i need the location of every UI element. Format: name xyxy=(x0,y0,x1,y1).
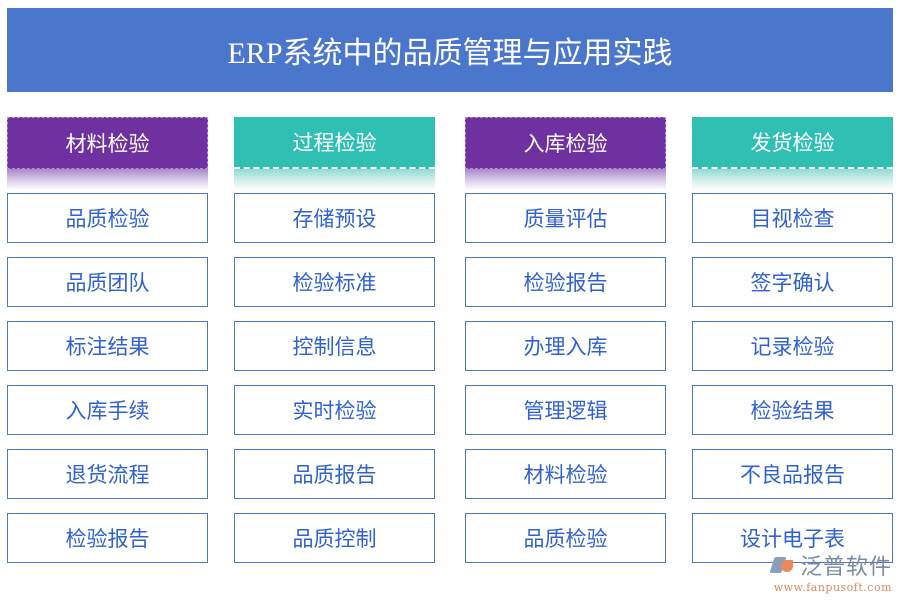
column-header: 材料检验 xyxy=(7,117,208,169)
list-item[interactable]: 品质报告 xyxy=(234,449,435,499)
list-item[interactable]: 材料检验 xyxy=(465,449,666,499)
list-item[interactable]: 目视检查 xyxy=(692,193,893,243)
column-process-inspection: 过程检验 存储预设 检验标准 控制信息 实时检验 品质报告 品质控制 xyxy=(234,117,435,577)
column-warehousing-inspection: 入库检验 质量评估 检验报告 办理入库 管理逻辑 材料检验 品质检验 xyxy=(465,117,666,577)
list-item[interactable]: 品质检验 xyxy=(465,513,666,563)
list-item[interactable]: 品质团队 xyxy=(7,257,208,307)
column-material-inspection: 材料检验 品质检验 品质团队 标注结果 入库手续 退货流程 检验报告 xyxy=(7,117,208,577)
list-item[interactable]: 控制信息 xyxy=(234,321,435,371)
list-item[interactable]: 存储预设 xyxy=(234,193,435,243)
column-shipping-inspection: 发货检验 目视检查 签字确认 记录检验 检验结果 不良品报告 设计电子表 xyxy=(692,117,893,577)
list-item[interactable]: 品质控制 xyxy=(234,513,435,563)
list-item[interactable]: 检验报告 xyxy=(465,257,666,307)
list-item[interactable]: 检验结果 xyxy=(692,385,893,435)
header-reflection xyxy=(7,169,208,190)
list-item[interactable]: 设计电子表 xyxy=(692,513,893,563)
column-header: 过程检验 xyxy=(234,117,435,169)
list-item[interactable]: 签字确认 xyxy=(692,257,893,307)
list-item[interactable]: 入库手续 xyxy=(7,385,208,435)
list-item[interactable]: 检验报告 xyxy=(7,513,208,563)
list-item[interactable]: 质量评估 xyxy=(465,193,666,243)
column-header: 发货检验 xyxy=(692,117,893,169)
header-reflection xyxy=(692,169,893,190)
list-item[interactable]: 标注结果 xyxy=(7,321,208,371)
fanpu-logo-icon xyxy=(769,555,796,575)
list-item[interactable]: 品质检验 xyxy=(7,193,208,243)
list-item[interactable]: 办理入库 xyxy=(465,321,666,371)
header-reflection xyxy=(234,169,435,190)
list-item[interactable]: 记录检验 xyxy=(692,321,893,371)
column-header: 入库检验 xyxy=(465,117,666,169)
list-item[interactable]: 不良品报告 xyxy=(692,449,893,499)
list-item[interactable]: 检验标准 xyxy=(234,257,435,307)
page-title: ERP系统中的品质管理与应用实践 xyxy=(227,37,673,70)
watermark-name: 泛普软件 xyxy=(799,555,892,580)
header-reflection xyxy=(465,169,666,190)
list-item[interactable]: 实时检验 xyxy=(234,385,435,435)
watermark: 泛普软件 www.fanpusoft.com xyxy=(769,549,892,594)
list-item[interactable]: 退货流程 xyxy=(7,449,208,499)
watermark-url: www.fanpusoft.com xyxy=(773,581,892,594)
title-banner: ERP系统中的品质管理与应用实践 xyxy=(7,8,893,92)
list-item[interactable]: 管理逻辑 xyxy=(465,385,666,435)
